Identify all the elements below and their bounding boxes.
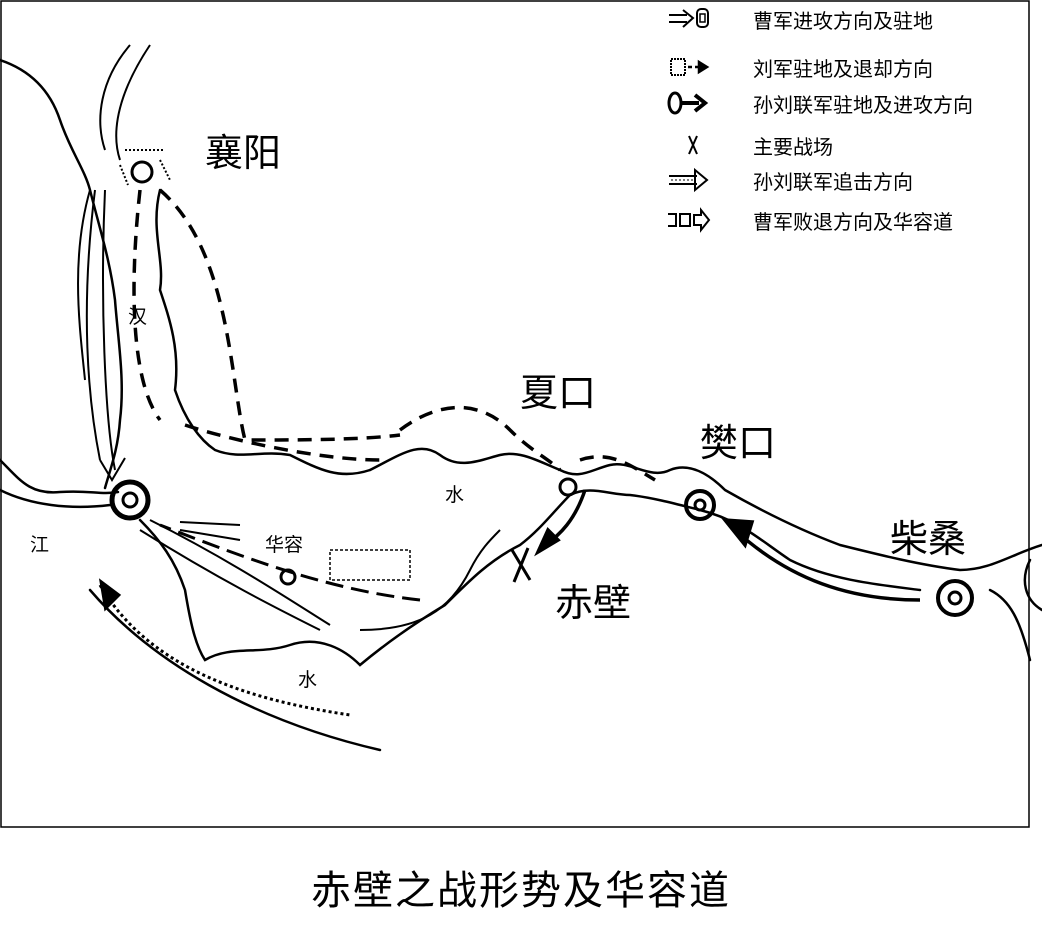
legend-item: 孙刘联军驻地及进攻方向	[665, 88, 973, 118]
map-title: 赤壁之战形势及华容道	[311, 868, 731, 914]
han-river-west-bank	[0, 58, 123, 490]
han-river-east-bank	[155, 188, 372, 476]
yangtze-north-bank	[0, 447, 1042, 572]
river-han-shui-label: 水	[445, 484, 465, 506]
legend-label: 孙刘联军驻地及进攻方向	[753, 92, 973, 117]
map-frame	[0, 0, 1030, 828]
xiangyang-camp-icon	[130, 160, 154, 184]
liu-retreat-routes	[132, 188, 656, 482]
place-chibi: 赤壁	[555, 581, 632, 625]
legend-label: 刘军驻地及退却方向	[753, 56, 933, 81]
river-han-label: 汉	[128, 306, 148, 328]
rivers	[0, 58, 1042, 752]
wulin-camp-icon	[109, 479, 151, 521]
legend-label: 曹军败退方向及华容道	[753, 209, 953, 234]
pursuit-arrow-icon	[669, 167, 709, 193]
battle-map	[0, 0, 1042, 828]
cao-army-attack-arrow-icon	[669, 8, 709, 28]
place-xiakou: 夏口	[520, 371, 597, 415]
river-jiang-shui-label: 水	[298, 669, 318, 691]
camps	[109, 149, 974, 617]
legend-item: 曹军进攻方向及驻地	[665, 4, 933, 34]
legend-label: 曹军进攻方向及驻地	[753, 8, 933, 33]
place-huarong: 华容	[265, 534, 304, 556]
chibi-battlefield-x-icon	[510, 547, 532, 583]
place-fankou: 樊口	[700, 421, 777, 465]
battlefield-x-icon	[688, 135, 698, 155]
huarong-retreat	[139, 519, 501, 631]
river-jiang-label: 江	[30, 534, 50, 556]
place-xiangyang: 襄阳	[205, 131, 282, 175]
legend-item: 孙刘联军追击方向	[665, 165, 913, 195]
legend-item: 刘军驻地及退却方向	[665, 52, 933, 82]
xiakou-camp-icon	[558, 477, 578, 497]
chaisang-camp-icon	[936, 579, 974, 617]
lower-river-bank	[88, 588, 382, 752]
legend-item: 曹军败退方向及华容道	[665, 205, 953, 235]
fankou-camp-icon	[684, 489, 716, 521]
sun-liu-attack-arrow-icon	[667, 91, 709, 115]
liu-army-retreat-arrow-icon	[670, 58, 710, 76]
cao-retreat-arrow-icon	[668, 207, 711, 233]
pursuit-arrows	[98, 549, 411, 717]
legend-label: 孙刘联军追击方向	[753, 169, 913, 194]
sun-liu-attack-arrows	[534, 489, 921, 602]
huarong-marker-icon	[279, 568, 297, 586]
yangtze-south-bank	[0, 488, 1042, 667]
place-chaisang: 柴桑	[890, 517, 967, 561]
legend-item: 主要战场	[665, 130, 833, 160]
cao-attack-arrows	[77, 44, 151, 482]
legend-label: 主要战场	[753, 134, 833, 159]
